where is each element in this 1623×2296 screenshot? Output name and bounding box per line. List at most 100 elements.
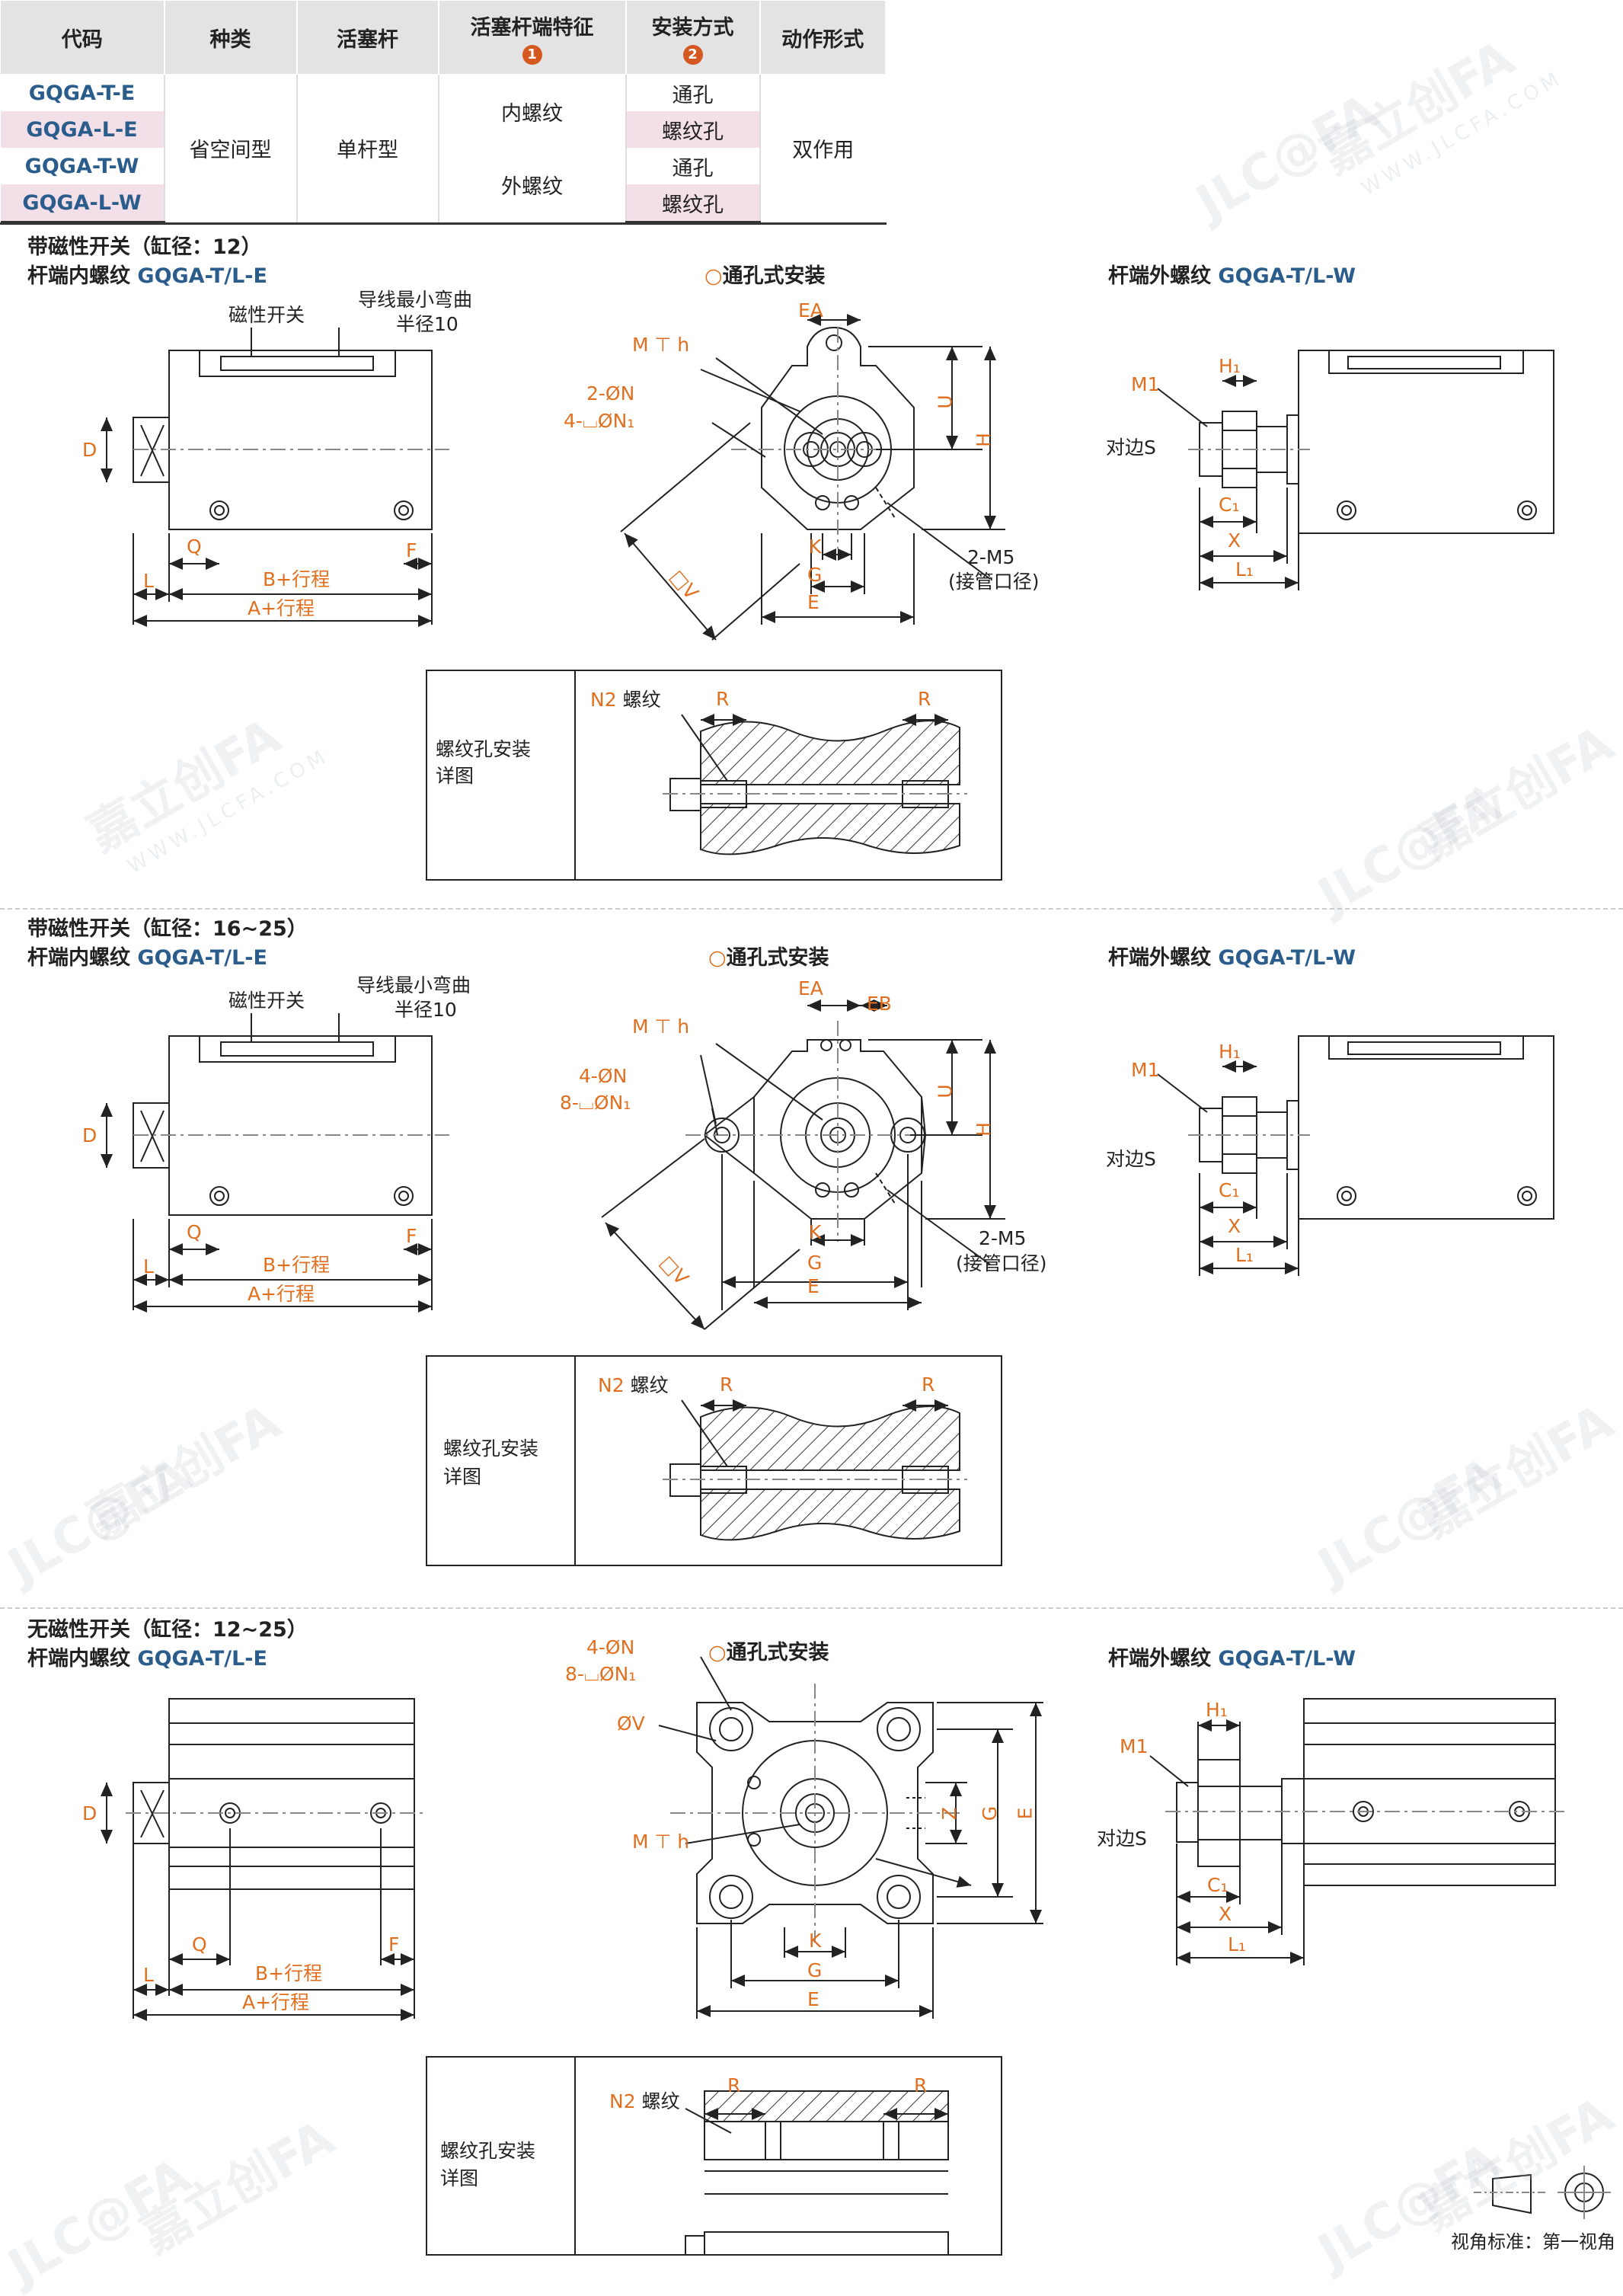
- s2-center-title: ○通孔式安装: [708, 946, 829, 970]
- dim-B: B+行程: [255, 1962, 323, 1984]
- dim-L1: L₁: [1235, 558, 1254, 580]
- s3-sub-left: 杆端内螺纹 GQGA-T/L-E: [27, 1647, 267, 1671]
- th-kind: 种类: [164, 0, 298, 75]
- section-separator: [0, 1607, 1623, 1609]
- s1-sub-right: 杆端外螺纹 GQGA-T/L-W: [1108, 264, 1356, 288]
- dim-D: D: [82, 1802, 97, 1824]
- s3-detail-n2: N2 螺纹: [609, 2090, 680, 2112]
- dim-K: K: [809, 1930, 822, 1952]
- dim-U: U: [934, 395, 957, 409]
- s1-label-port: 2-M5: [967, 546, 1015, 568]
- dim-G: G: [807, 1252, 823, 1274]
- dim-G: G: [979, 1805, 1002, 1821]
- dim-R: R: [716, 688, 730, 710]
- s1-title: 带磁性开关（缸径：12）: [27, 235, 262, 259]
- th-code: 代码: [0, 0, 165, 75]
- dim-Q: Q: [187, 536, 202, 558]
- dim-H: H: [972, 1122, 995, 1137]
- s1-detail-label-2: 详图: [436, 765, 474, 787]
- s2-left-view: [101, 1013, 449, 1313]
- s1-label-port-2: (接管口径): [948, 571, 1040, 593]
- mount-cell: 通孔: [625, 74, 761, 111]
- dim-R: R: [918, 688, 931, 710]
- s1-detail-box: [426, 670, 1002, 881]
- dim-L: L: [143, 1255, 154, 1278]
- dim-L: L: [143, 1964, 154, 1986]
- dim-H1: H₁: [1206, 1699, 1228, 1721]
- s1-label-bend-1: 导线最小弯曲: [358, 289, 473, 311]
- s1-holes-n: 2-ØN: [586, 382, 635, 405]
- dim-EB: EB: [867, 993, 892, 1015]
- rod-end-cell: 外螺纹: [438, 148, 627, 222]
- dim-EA: EA: [798, 977, 823, 999]
- s3-holes-n1: 8-⌴ØN₁: [565, 1663, 637, 1685]
- dim-G: G: [807, 1959, 823, 1981]
- dim-E: E: [807, 1275, 819, 1297]
- dim-R: R: [727, 2074, 741, 2096]
- s2-label-port-2: (接管口径): [956, 1252, 1047, 1274]
- s2-front-view: [601, 999, 1005, 1330]
- rod-end-cell: 内螺纹: [438, 74, 627, 148]
- dim-M1: M1: [1131, 1059, 1160, 1081]
- mark-1: 1: [522, 44, 542, 65]
- dim-D: D: [82, 1124, 97, 1146]
- s2-label-bend-2: 半径10: [395, 999, 457, 1021]
- dim-M1: M1: [1131, 373, 1160, 395]
- s2-detail-box: [426, 1355, 1002, 1566]
- dim-D: D: [82, 439, 97, 461]
- dim-S: 对边S: [1106, 436, 1156, 459]
- s3-detail-label-1: 螺纹孔安装: [440, 2140, 536, 2162]
- s2-label-switch: 磁性开关: [228, 990, 305, 1012]
- s1-right-view: [1157, 350, 1554, 590]
- dim-Z: Z: [938, 1806, 961, 1821]
- dim-F: F: [388, 1933, 400, 1955]
- dim-EA: EA: [798, 299, 823, 321]
- dim-R: R: [720, 1373, 733, 1396]
- dim-A: A+行程: [242, 1991, 310, 2013]
- dim-H1: H₁: [1219, 355, 1241, 377]
- kind-cell: 省空间型: [164, 74, 298, 222]
- s3-center-title: ○通孔式安装: [708, 1641, 829, 1664]
- dim-C1: C₁: [1219, 1179, 1240, 1201]
- mount-cell: 通孔: [625, 148, 761, 184]
- dim-L: L: [143, 570, 154, 592]
- section-separator: [0, 908, 1623, 910]
- s3-sub-right: 杆端外螺纹 GQGA-T/L-W: [1108, 1647, 1356, 1671]
- s2-sub-left: 杆端内螺纹 GQGA-T/L-E: [27, 946, 267, 970]
- view-angle-label: 视角标准：第一视角: [1451, 2231, 1615, 2253]
- dim-U: U: [934, 1084, 957, 1098]
- dim-Mh: M ⊤ h: [632, 1015, 690, 1038]
- dim-L1: L₁: [1235, 1244, 1254, 1266]
- code-cell: GQGA-T-E: [0, 74, 165, 111]
- mark-2: 2: [682, 44, 703, 65]
- dim-R: R: [914, 2074, 928, 2096]
- table-bottom-rule: [0, 222, 887, 225]
- dim-M1: M1: [1120, 1735, 1149, 1757]
- s3-detail-label-2: 详图: [440, 2167, 479, 2189]
- dim-S: 对边S: [1106, 1148, 1156, 1170]
- mount-cell: 螺纹孔: [625, 184, 761, 223]
- th-rod: 活塞杆: [296, 0, 439, 75]
- s3-right-view: [1149, 1698, 1569, 1965]
- dim-B: B+行程: [263, 568, 331, 590]
- dim-Mh: M ⊤ h: [632, 334, 690, 356]
- dim-K: K: [809, 536, 822, 558]
- dim-Mh: M ⊤ h: [632, 1831, 690, 1853]
- s1-holes-n1: 4-⌴ØN₁: [564, 410, 635, 432]
- dim-E: E: [1014, 1807, 1037, 1820]
- dim-E: E: [807, 591, 819, 613]
- s1-left-view: [101, 328, 449, 627]
- s1-label-switch: 磁性开关: [228, 304, 305, 326]
- dim-C1: C₁: [1219, 494, 1240, 516]
- s2-holes-n: 4-ØN: [579, 1065, 628, 1087]
- s2-label-port: 2-M5: [979, 1227, 1027, 1249]
- dim-R: R: [922, 1373, 935, 1396]
- s2-detail-label-1: 螺纹孔安装: [443, 1437, 539, 1460]
- dim-S: 对边S: [1097, 1828, 1147, 1850]
- s2-title: 带磁性开关（缸径：16~25）: [27, 917, 308, 941]
- dim-Q: Q: [187, 1221, 202, 1243]
- mount-cell: 螺纹孔: [625, 111, 761, 148]
- dim-Q: Q: [192, 1933, 207, 1955]
